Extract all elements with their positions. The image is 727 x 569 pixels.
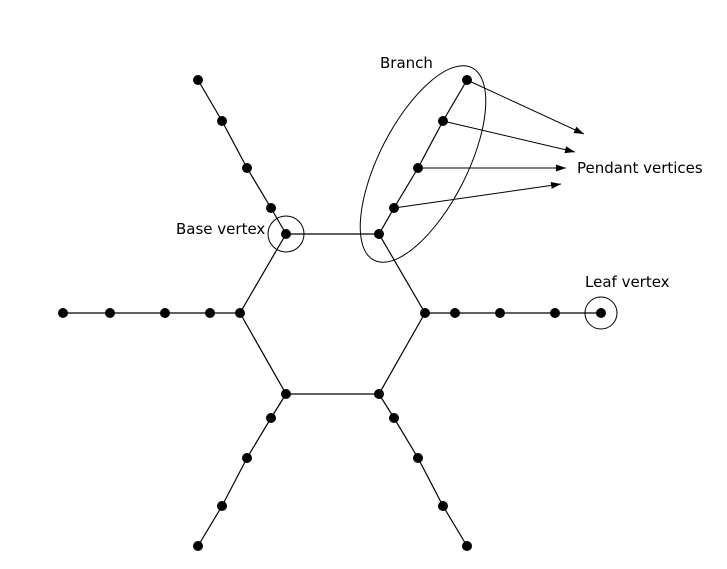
vertex — [193, 75, 203, 85]
branch-ellipse — [359, 65, 487, 263]
vertex — [266, 413, 276, 423]
vertex — [450, 308, 460, 318]
hexagon-edge — [378, 233, 426, 314]
base-vertex-highlight — [267, 215, 305, 253]
vertex — [193, 541, 203, 551]
vertex — [205, 308, 215, 318]
leaf-vertex-label: Leaf vertex — [585, 273, 670, 291]
vertex — [389, 413, 399, 423]
vertex — [58, 308, 68, 318]
branch-label: Branch — [380, 54, 433, 72]
vertex — [242, 163, 252, 173]
hexagon-edge — [378, 312, 426, 395]
pendant-arrow — [393, 181, 562, 209]
pendant-vertices-label: Pendant vertices — [577, 159, 703, 177]
vertex — [217, 116, 227, 126]
vertex — [105, 308, 115, 318]
vertex — [550, 308, 560, 318]
vertex — [438, 501, 448, 511]
vertex — [242, 453, 252, 463]
vertex — [374, 229, 384, 239]
hexagon-edge — [239, 233, 287, 314]
vertex — [420, 308, 430, 318]
base-vertex-dot — [281, 229, 291, 239]
vertex — [160, 308, 170, 318]
vertex — [266, 203, 276, 213]
leaf-vertex-highlight — [584, 296, 618, 330]
hexagon-core — [239, 233, 426, 395]
vertex — [217, 501, 227, 511]
vertex — [462, 541, 472, 551]
hexagon-edge — [239, 312, 287, 395]
vertex — [495, 308, 505, 318]
base-vertex-label: Base vertex — [176, 220, 265, 238]
pendant-arrows — [393, 79, 585, 209]
pendant-arrow — [442, 120, 576, 154]
leaf-vertex-dot — [596, 308, 606, 318]
pendant-arrow — [466, 79, 585, 135]
vertices — [58, 75, 606, 551]
vertex — [413, 453, 423, 463]
vertex — [374, 389, 384, 399]
vertex — [281, 389, 291, 399]
vertex — [235, 308, 245, 318]
branches — [63, 79, 601, 547]
